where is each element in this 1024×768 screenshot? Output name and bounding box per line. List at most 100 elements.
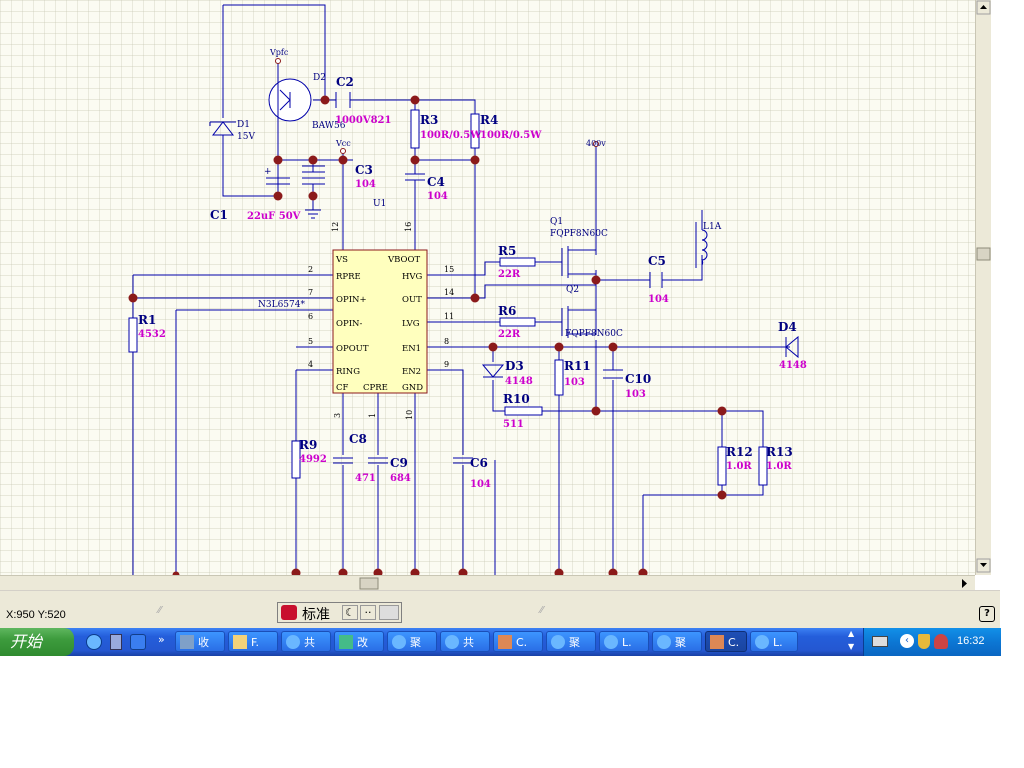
value-c2: 1000V821 [335, 115, 391, 126]
diode-d3[interactable] [481, 364, 505, 378]
taskbar-button[interactable]: 共 [281, 631, 331, 652]
tray-expand-icon[interactable]: ‹ [900, 634, 914, 648]
capacitor-c10[interactable] [603, 369, 623, 379]
horizontal-scroll-thumb[interactable] [359, 577, 379, 590]
label-vcc: Vcc [335, 139, 351, 148]
ic-pin-en2: EN2 [402, 367, 421, 377]
ic-pin-opin-plus: OPIN+ [336, 295, 367, 305]
value-c6: 104 [470, 479, 491, 490]
junction [128, 293, 138, 303]
scroll-up-icon[interactable] [980, 5, 987, 9]
junction [458, 568, 468, 575]
ime-keyboard-icon[interactable] [379, 605, 399, 620]
value-c10: 103 [625, 389, 646, 400]
junction [410, 568, 420, 575]
ie-icon [755, 635, 769, 649]
taskbar-button-active[interactable]: C. [705, 631, 747, 652]
resistor-r13[interactable] [758, 446, 768, 486]
resistor-r10[interactable] [504, 406, 543, 416]
capacitor-c8[interactable] [333, 457, 353, 464]
junction [608, 568, 618, 575]
pin-number: 14 [444, 288, 454, 297]
start-label: 开始 [10, 632, 43, 651]
capacitor-c9[interactable] [368, 457, 388, 464]
capacitor-c6[interactable] [453, 457, 473, 464]
ie-icon [445, 635, 459, 649]
taskbar-button[interactable]: C. [493, 631, 543, 652]
wire [642, 410, 764, 575]
taskbar-button[interactable]: F. [228, 631, 278, 652]
label-c10: C10 [625, 372, 651, 386]
taskbar-button[interactable]: 共 [440, 631, 490, 652]
capacitor-c5[interactable] [649, 272, 663, 288]
status-grip-icon: ⁄⁄ [540, 605, 544, 616]
label-d3: D3 [505, 359, 524, 373]
users-icon[interactable] [934, 634, 948, 649]
keyboard-tray-icon[interactable] [872, 636, 888, 647]
capacitor-c1[interactable] [266, 165, 325, 219]
junction [273, 191, 283, 201]
resistor-r3[interactable] [410, 109, 420, 149]
diode-d2[interactable] [268, 78, 312, 122]
horizontal-scrollbar[interactable] [0, 575, 975, 591]
taskbar-button[interactable]: L. [599, 631, 649, 652]
pin-number: 8 [444, 337, 449, 346]
taskbar-scroll-up-icon[interactable]: ▲ [848, 629, 855, 638]
taskbar-button[interactable]: 聚 [652, 631, 702, 652]
clock[interactable]: 16:32 [957, 635, 985, 647]
vertical-scrollbar[interactable] [975, 0, 991, 575]
resistor-r11[interactable] [554, 359, 564, 396]
value-c5: 104 [648, 294, 669, 305]
resistor-r6[interactable] [499, 317, 536, 327]
taskbar-button[interactable]: 聚 [387, 631, 437, 652]
taskbar-button[interactable]: L. [750, 631, 798, 652]
ime-toolbar[interactable]: 标准 ☾ ·· [277, 602, 402, 623]
pin-number: 10 [405, 410, 414, 420]
label-l1a: L1A [703, 222, 722, 232]
mosfet-q2[interactable] [561, 306, 596, 338]
quicklaunch-ie-icon[interactable] [86, 634, 102, 650]
ime-mode-label[interactable]: 标准 [302, 607, 330, 623]
scroll-right-icon[interactable] [962, 579, 967, 588]
ime-moon-icon[interactable]: ☾ [342, 605, 358, 620]
resistor-r9[interactable] [291, 440, 301, 479]
start-button[interactable]: 开始 [0, 628, 74, 656]
ic-u1-body[interactable] [332, 249, 428, 394]
label-c6: C6 [470, 456, 488, 470]
label-q1: Q1 [550, 217, 563, 227]
schematic-canvas[interactable]: C1 C2 R3 R4 C3 C4 R5 R6 C5 D4 R1 D3 R11 … [0, 0, 975, 575]
quicklaunch-explorer-icon[interactable] [130, 634, 146, 650]
shield-icon[interactable] [918, 634, 930, 649]
ime-punct-icon[interactable]: ·· [360, 605, 376, 620]
resistor-r4[interactable] [470, 113, 480, 149]
label-c1: C1 [210, 208, 228, 222]
help-icon[interactable]: ? [979, 606, 995, 622]
junction [410, 155, 420, 165]
quicklaunch-media-icon[interactable] [110, 634, 122, 650]
vertical-scroll-thumb[interactable] [976, 247, 991, 261]
junction [591, 406, 601, 416]
capacitor-c4[interactable] [405, 173, 425, 181]
mosfet-q1[interactable] [561, 246, 596, 278]
label-c3: C3 [355, 163, 373, 177]
quicklaunch-expand-icon[interactable]: » [158, 633, 165, 646]
taskbar-button[interactable]: 聚 [546, 631, 596, 652]
taskbar-scroll-down-icon[interactable]: ▼ [848, 642, 855, 651]
taskbar-button[interactable]: 改 [334, 631, 384, 652]
ime-logo-icon[interactable] [281, 605, 297, 620]
taskbar-button[interactable]: 收 [175, 631, 225, 652]
resistor-r12[interactable] [717, 446, 727, 486]
capacitor-c2[interactable] [335, 92, 351, 108]
zener-diode-d1[interactable] [209, 121, 236, 136]
junction [291, 568, 301, 575]
resistor-r1[interactable] [128, 317, 138, 353]
value-c4: 104 [427, 191, 448, 202]
label-u1: U1 [373, 199, 386, 209]
scroll-down-icon[interactable] [980, 563, 987, 567]
junction [554, 568, 564, 575]
diode-d4[interactable] [785, 335, 799, 359]
resistor-r5[interactable] [499, 257, 536, 267]
inductor-l1a[interactable] [695, 222, 708, 268]
ic-pin-hvg: HVG [402, 272, 423, 282]
ic-pin-rpre: RPRE [336, 272, 361, 282]
